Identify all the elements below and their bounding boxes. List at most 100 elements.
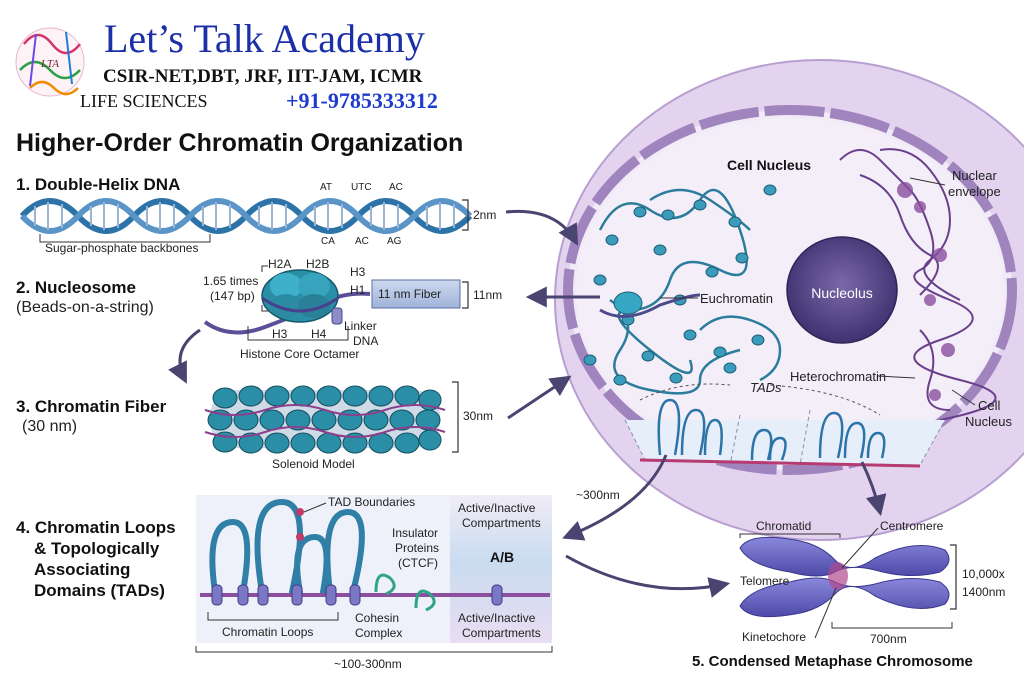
h2b-label: H2B	[306, 257, 329, 271]
euchromatin-fibers	[598, 188, 782, 395]
compartment-bottom-label-2: Compartments	[462, 626, 541, 640]
arrow-tads-to-loops	[562, 454, 668, 541]
compartment-bottom-label-1: Active/Inactive	[458, 611, 536, 625]
solenoid-model-label: Solenoid Model	[272, 457, 355, 471]
base-pair-top-3: AC	[389, 182, 403, 193]
loops-heading-line3: Associating	[34, 560, 130, 579]
fiber-11nm-label: 11 nm Fiber	[378, 287, 441, 301]
arrow-loops-to-chromosome	[565, 554, 731, 598]
kinetochore-label: Kinetochore	[742, 630, 806, 644]
nucleus-scale-label: ~300nm	[576, 488, 620, 502]
arrow-nucleosome-to-fiber	[168, 328, 201, 384]
linker-label-1: Linker	[344, 319, 377, 333]
tad-boundary-marker-2	[296, 533, 304, 541]
section-nucleosome: 2. Nucleosome (Beads-on-a-string) 1.65 t…	[16, 257, 502, 384]
dna-double-helix	[19, 198, 473, 234]
chromatin-loops-label: Chromatin Loops	[222, 625, 313, 639]
ab-compartment-label: A/B	[490, 549, 514, 565]
loops-heading-line2: & Topologically	[34, 539, 160, 558]
nucleosome-illustration	[203, 269, 371, 335]
h2a-label: H2A	[268, 257, 291, 271]
double-helix-heading: 1. Double-Helix DNA	[16, 175, 180, 194]
base-pair-top-1: AT	[320, 182, 332, 193]
page-title: Higher-Order Chromatin Organization	[16, 129, 463, 157]
fiber-width-label: 30nm	[463, 409, 493, 423]
euchromatin-label: Euchromatin	[700, 291, 773, 306]
arrow-fiber-to-nucleus	[507, 375, 572, 420]
loops-heading-line1: 4. Chromatin Loops	[16, 518, 176, 537]
section-loops-tads: 4. Chromatin Loops & Topologically Assoc…	[16, 495, 553, 671]
section-metaphase-chromosome: Chromatid Centromere Telomere Kinetochor…	[692, 519, 1005, 670]
base-pair-bottom-2: AC	[355, 236, 369, 247]
compartment-panel-bg	[450, 495, 552, 643]
cell-nucleus-right-label-1: Cell	[978, 398, 1001, 413]
insulator-label-2: Proteins	[395, 541, 439, 555]
linker-label-2: DNA	[353, 334, 378, 348]
tad-boundary-marker-1	[296, 508, 304, 516]
brand-header: LTA Let’s Talk Academy CSIR-NET,DBT, JRF…	[15, 16, 438, 113]
cell-illustration: Nucleolus TADs Cell Nucleus Nuclear env	[554, 59, 1024, 541]
h3-top-label: H3	[350, 265, 366, 279]
wrap-bp-label: (147 bp)	[210, 289, 255, 303]
loops-scale-label: ~100-300nm	[334, 657, 402, 671]
chromosome-width-label: 700nm	[870, 632, 907, 646]
nuclear-tads: TADs	[624, 380, 946, 468]
h3-bottom-label: H3	[272, 327, 288, 341]
section-double-helix: 1. Double-Helix DNA Sugar-phosphate back…	[16, 175, 496, 255]
academy-logo: LTA	[15, 27, 85, 97]
nuclear-envelope-label-1: Nuclear	[952, 168, 997, 183]
base-pair-top-2: UTC	[351, 182, 372, 193]
fiber-11nm-box	[371, 279, 461, 309]
nucleolus-label: Nucleolus	[811, 285, 872, 301]
connector-arrows	[505, 209, 887, 598]
wrap-times-label: 1.65 times	[203, 274, 258, 288]
nucleolus: Nucleolus	[786, 236, 898, 344]
nucleosome-heading: 2. Nucleosome	[16, 278, 136, 297]
histone-octamer	[261, 269, 339, 323]
heterochromatin-clusters	[897, 182, 955, 401]
telomere-label: Telomere	[740, 574, 790, 588]
metaphase-chromosome	[739, 536, 950, 618]
chromatid-label: Chromatid	[756, 519, 811, 533]
nucleosome-width-label: 11nm	[473, 288, 502, 302]
tad-boundaries-label: TAD Boundaries	[328, 495, 415, 509]
base-pair-bottom-3: AG	[387, 236, 402, 247]
academy-name: Let’s Talk Academy	[104, 16, 425, 61]
loops-heading-line4: Domains (TADs)	[34, 581, 165, 600]
chromosome-size-label-2: 1400nm	[962, 585, 1005, 599]
histone-core-octamer-label: Histone Core Octamer	[240, 347, 359, 361]
arrow-dna-to-nucleus	[505, 209, 579, 246]
cell-nucleus-top-label: Cell Nucleus	[727, 157, 811, 173]
base-pair-bottom-1: CA	[321, 236, 335, 247]
chromosome-size-label-1: 10,000x	[962, 567, 1005, 581]
arrow-nucleus-to-chromosome	[860, 461, 887, 517]
solenoid-fiber	[204, 385, 446, 454]
nuclear-envelope-label-2: envelope	[948, 184, 1001, 199]
backbone-label: Sugar-phosphate backbones	[45, 241, 198, 255]
section-chromatin-fiber: 3. Chromatin Fiber (30 nm) Solenoid Mode…	[16, 381, 493, 471]
chromatin-fiber-heading: 3. Chromatin Fiber	[16, 397, 167, 416]
metaphase-chromosome-heading: 5. Condensed Metaphase Chromosome	[692, 653, 973, 670]
centromere-label: Centromere	[880, 519, 944, 533]
logo-lettering: LTA	[40, 58, 59, 70]
compartment-top-label-2: Compartments	[462, 516, 541, 530]
loop-cohesin-rings	[211, 584, 503, 606]
cohesin-label-2: Complex	[355, 626, 402, 640]
insulator-label-1: Insulator	[392, 526, 438, 540]
h1-label: H1	[350, 283, 366, 297]
nucleosome-subheading: (Beads-on-a-string)	[16, 299, 154, 316]
subject-name: LIFE SCIENCES	[80, 91, 208, 111]
centromere-region	[828, 562, 848, 590]
ctcf-proteins	[374, 573, 436, 612]
chromatin-loops	[209, 498, 365, 595]
heterochromatin-fibers	[839, 148, 997, 421]
cohesin-label-1: Cohesin	[355, 611, 399, 625]
euchromatin-nucleosome-zoom	[599, 291, 701, 318]
compartment-top-label-1: Active/Inactive	[458, 501, 536, 515]
heterochromatin-label: Heterochromatin	[790, 369, 886, 384]
phone-number: +91-9785333312	[286, 88, 438, 113]
chromatin-fiber-subheading: (30 nm)	[22, 418, 77, 435]
insulator-label-3: (CTCF)	[398, 556, 438, 570]
